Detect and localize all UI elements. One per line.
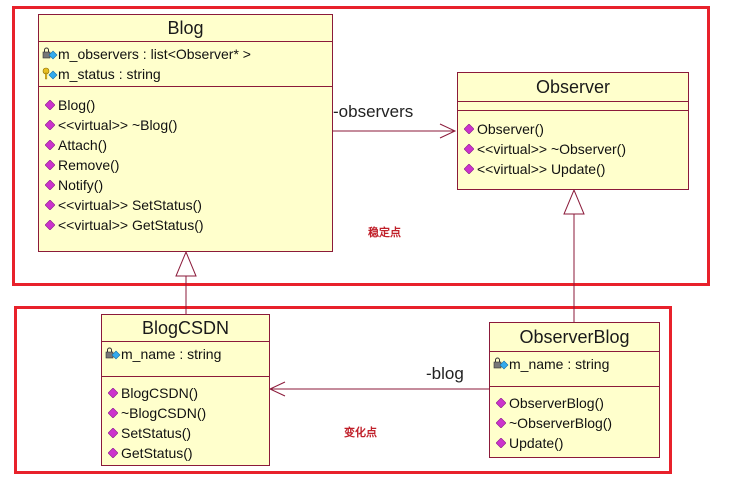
observerblog-class-name: ObserverBlog (490, 323, 659, 352)
observer-class-name: Observer (458, 73, 688, 102)
variable-note: 变化点 (344, 427, 377, 439)
observerblog-class[interactable]: ObserverBlog m_name : string ObserverBlo… (489, 322, 660, 458)
operation-text: Attach() (58, 137, 108, 153)
blog-class[interactable]: Blog m_observers : list<Observer* > m_sta… (38, 14, 333, 252)
operation-text: <<virtual>> ~Observer() (477, 141, 627, 157)
attribute-row[interactable]: m_name : string (493, 354, 656, 374)
magenta-diamond-icon (42, 197, 58, 213)
operation-row[interactable]: ~ObserverBlog() (493, 413, 656, 433)
operation-row[interactable]: BlogCSDN() (105, 383, 266, 403)
operation-text: SetStatus() (121, 425, 192, 441)
magenta-diamond-icon (461, 121, 477, 137)
magenta-diamond-icon (493, 435, 509, 451)
magenta-diamond-icon (42, 217, 58, 233)
operation-text: Update() (509, 435, 564, 451)
magenta-diamond-icon (105, 385, 121, 401)
operation-row[interactable]: Attach() (42, 135, 329, 155)
attribute-row[interactable]: m_observers : list<Observer* > (42, 44, 329, 64)
variable-region (14, 306, 672, 474)
observers-association-label: -observers (333, 102, 414, 121)
operation-row[interactable]: <<virtual>> SetStatus() (42, 195, 329, 215)
blog-generalization-triangle (175, 250, 197, 277)
stable-region (12, 6, 710, 286)
magenta-diamond-icon (493, 395, 509, 411)
lock-diamond-icon (42, 46, 58, 62)
observerblog-operations: ObserverBlog() ~ObserverBlog() Update() (490, 387, 659, 455)
blogcsdn-attributes: m_name : string (102, 342, 269, 377)
operation-text: Blog() (58, 97, 96, 113)
magenta-diamond-icon (42, 157, 58, 173)
operation-row[interactable]: <<virtual>> GetStatus() (42, 215, 329, 235)
operation-text: GetStatus() (121, 445, 193, 461)
operation-row[interactable]: <<virtual>> ~Blog() (42, 115, 329, 135)
operation-text: <<virtual>> ~Blog() (58, 117, 178, 133)
attribute-text: m_name : string (121, 346, 222, 362)
observers-association-arrow (439, 123, 457, 139)
magenta-diamond-icon (461, 141, 477, 157)
operation-row[interactable]: GetStatus() (105, 443, 266, 463)
operation-row[interactable]: ObserverBlog() (493, 393, 656, 413)
blog-operations: Blog() <<virtual>> ~Blog() Attach() Remove(… (39, 87, 332, 237)
operation-row[interactable]: Blog() (42, 95, 329, 115)
blog-association-label: -blog (426, 364, 464, 383)
observer-attributes (458, 102, 688, 111)
operation-row[interactable]: <<virtual>> ~Observer() (461, 139, 685, 159)
operation-text: <<virtual>> Update() (477, 161, 606, 177)
magenta-diamond-icon (105, 445, 121, 461)
operation-row[interactable]: ~BlogCSDN() (105, 403, 266, 423)
operation-text: BlogCSDN() (121, 385, 199, 401)
lock-diamond-icon (493, 356, 509, 372)
observer-generalization-triangle (563, 188, 585, 215)
operation-row[interactable]: Observer() (461, 119, 685, 139)
operation-text: ~ObserverBlog() (509, 415, 613, 431)
blogcsdn-class[interactable]: BlogCSDN m_name : string BlogCSDN() ~Blog… (101, 314, 270, 466)
operation-text: Remove() (58, 157, 120, 173)
operation-text: Notify() (58, 177, 104, 193)
stable-note: 稳定点 (368, 227, 401, 239)
magenta-diamond-icon (105, 425, 121, 441)
observer-class[interactable]: Observer Observer() <<virtual>> ~Observer… (457, 72, 689, 190)
blog-attributes: m_observers : list<Observer* > m_status :… (39, 42, 332, 87)
observerblog-attributes: m_name : string (490, 352, 659, 387)
attribute-text: m_name : string (509, 356, 610, 372)
attribute-row[interactable]: m_name : string (105, 344, 266, 364)
magenta-diamond-icon (42, 137, 58, 153)
magenta-diamond-icon (493, 415, 509, 431)
operation-text: <<virtual>> GetStatus() (58, 217, 204, 233)
magenta-diamond-icon (42, 177, 58, 193)
attribute-text: m_observers : list<Observer* > (58, 46, 251, 62)
attribute-row[interactable]: m_status : string (42, 64, 329, 84)
lock-diamond-icon (105, 346, 121, 362)
magenta-diamond-icon (42, 117, 58, 133)
blog-association-arrow (268, 381, 286, 397)
operation-text: Observer() (477, 121, 544, 137)
operation-row[interactable]: <<virtual>> Update() (461, 159, 685, 179)
operation-text: ~BlogCSDN() (121, 405, 207, 421)
magenta-diamond-icon (42, 97, 58, 113)
observer-operations: Observer() <<virtual>> ~Observer() <<virtu… (458, 111, 688, 181)
magenta-diamond-icon (461, 161, 477, 177)
operation-row[interactable]: Notify() (42, 175, 329, 195)
operation-row[interactable]: SetStatus() (105, 423, 266, 443)
attribute-text: m_status : string (58, 66, 161, 82)
operation-text: ObserverBlog() (509, 395, 604, 411)
key-diamond-icon (42, 66, 58, 82)
operation-row[interactable]: Update() (493, 433, 656, 453)
magenta-diamond-icon (105, 405, 121, 421)
blogcsdn-operations: BlogCSDN() ~BlogCSDN() SetStatus() GetStatu… (102, 377, 269, 465)
operation-row[interactable]: Remove() (42, 155, 329, 175)
blog-class-name: Blog (39, 15, 332, 42)
operation-text: <<virtual>> SetStatus() (58, 197, 202, 213)
blogcsdn-class-name: BlogCSDN (102, 315, 269, 342)
